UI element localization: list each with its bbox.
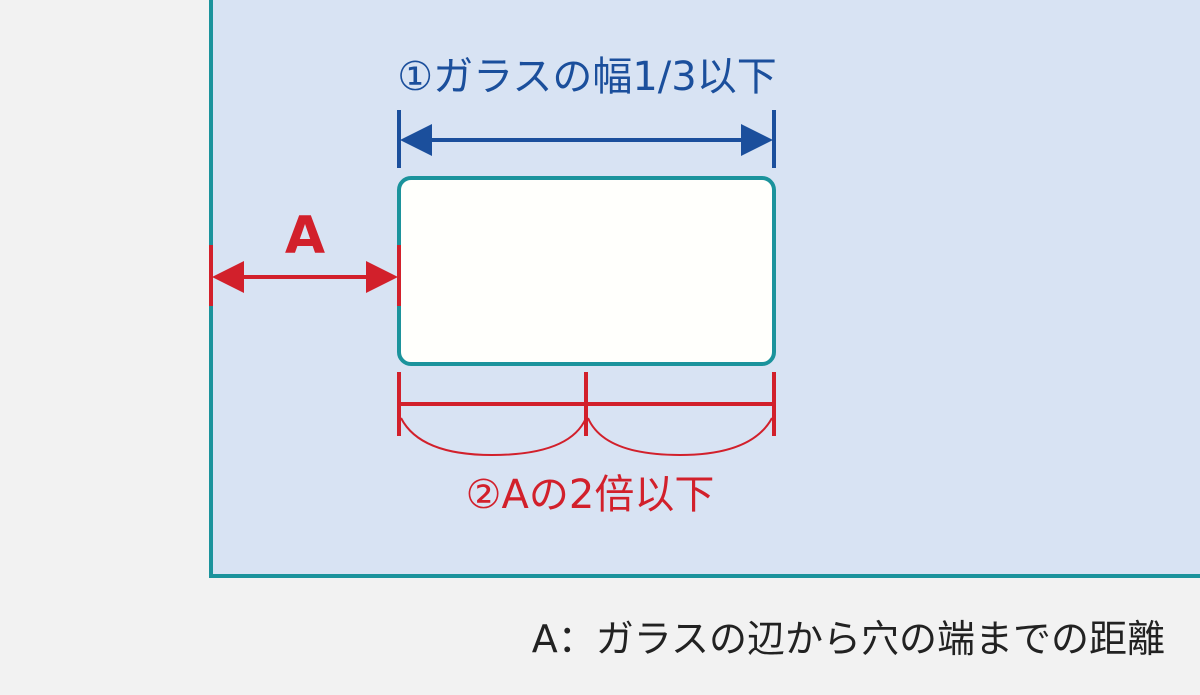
caption: A：ガラスの辺から穴の端までの距離 [532,617,1165,661]
width-rule-label: ①ガラスの幅1/3以下 [397,54,776,100]
spacing-dimension [397,372,776,436]
distance-a-dimension [209,245,401,306]
distance-a-label: A [285,206,325,266]
width-dimension [397,110,776,168]
hole [397,176,776,366]
spacing-rule-label: ②Aの2倍以下 [466,472,715,518]
spacing-braces [400,417,773,457]
